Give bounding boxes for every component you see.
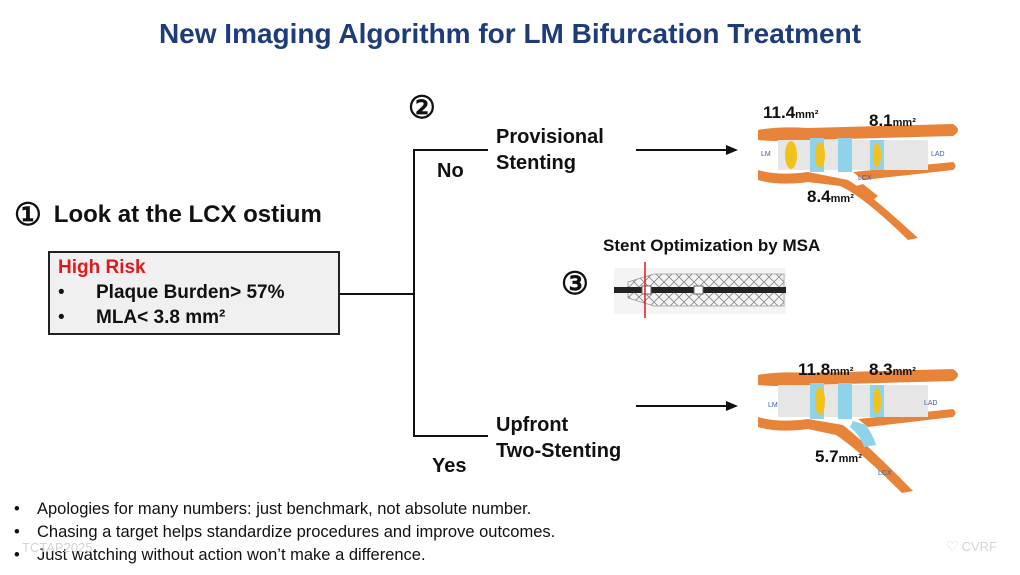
vessel-lcx-wall <box>856 184 878 204</box>
provisional-line2: Stenting <box>496 152 576 174</box>
lesion-lm <box>785 141 797 169</box>
bullet-item: • Apologies for many numbers: just benchm… <box>14 498 555 521</box>
bullet-dot: • <box>14 546 20 564</box>
stent-marker <box>641 285 652 295</box>
arrow-upfront-head <box>726 401 738 411</box>
bottom-lm-label: LM <box>768 402 778 409</box>
bottom-lad-label: LAD <box>924 400 938 407</box>
high-risk-title: High Risk <box>58 257 146 278</box>
risk-item-label: MLA< 3.8 mm² <box>96 307 226 328</box>
bottom-lad-area-unit: mm² <box>892 366 916 378</box>
step3-number: ③ <box>561 266 589 301</box>
no-label: No <box>437 160 464 182</box>
stent-strut <box>838 138 852 172</box>
top-lad-area-value: 8.1 <box>869 111 893 130</box>
bullet-dot: • <box>58 307 65 328</box>
bullet-dot: • <box>58 282 65 303</box>
risk-item-label: Plaque Burden> 57% <box>96 282 285 303</box>
step1: ① Look at the LCX ostium <box>14 197 322 233</box>
top-lcx-area: 8.4mm² <box>807 187 854 207</box>
footnote-bullets: • Apologies for many numbers: just benchm… <box>14 498 555 567</box>
top-lm-area-value: 11.4 <box>763 103 796 122</box>
arrow-provisional-head <box>726 145 738 155</box>
connector-branch <box>413 149 488 437</box>
bottom-lcx-label: LCX <box>878 470 892 477</box>
vessel-lumen <box>778 140 928 170</box>
msa-label: Stent Optimization by MSA <box>603 236 821 255</box>
stent-image <box>614 262 786 318</box>
vessel-lumen <box>778 385 928 417</box>
vessel-lower-wall <box>758 417 913 493</box>
bottom-lm-area-unit: mm² <box>830 366 854 378</box>
lesion-lm <box>815 142 825 168</box>
top-lad-label: LAD <box>931 151 945 158</box>
top-lcx-area-unit: mm² <box>830 193 854 205</box>
vessel-lad-wall <box>853 162 956 180</box>
vessel-upper-wall <box>758 124 958 141</box>
bullet-text: Chasing a target helps standardize proce… <box>37 523 556 541</box>
bottom-vessel-diagram <box>758 369 958 493</box>
vessel-upper-wall <box>758 369 958 386</box>
lesion-lad <box>873 143 881 167</box>
upfront-line2: Two-Stenting <box>496 440 622 462</box>
watermark-right: ♡ CVRF <box>946 538 997 555</box>
lesion-lad <box>873 388 881 414</box>
upfront-line1: Upfront <box>496 414 569 436</box>
step1-number: ① <box>14 197 42 232</box>
bottom-lm-area-value: 11.8 <box>798 360 831 379</box>
high-risk-box: High Risk • Plaque Burden> 57% • MLA< 3.… <box>48 251 340 335</box>
bottom-lm-area: 11.8mm² <box>798 360 853 380</box>
step2-number: ② <box>408 90 436 125</box>
lesion-lm <box>815 387 825 415</box>
provisional-line1: Provisional <box>496 126 604 148</box>
vessel-lower-wall <box>758 170 918 240</box>
bottom-lcx-area-unit: mm² <box>838 453 862 465</box>
provisional-stenting-label: Provisional Stenting <box>496 124 604 176</box>
bottom-lad-area: 8.3mm² <box>869 360 916 380</box>
bullet-dot: • <box>14 523 20 541</box>
cvrf-logo-icon: ♡ <box>946 538 959 554</box>
bullet-dot: • <box>14 500 20 518</box>
bullet-text: Apologies for many numbers: just benchma… <box>37 500 532 518</box>
risk-item-plaque: • Plaque Burden> 57% <box>58 282 330 304</box>
lcx-stent <box>850 421 876 447</box>
yes-label: Yes <box>432 455 467 477</box>
stent-marker <box>693 285 704 295</box>
bullet-item: • Just watching without action won’t make… <box>14 544 555 567</box>
top-vessel-diagram <box>758 124 958 240</box>
risk-item-mla: • MLA< 3.8 mm² <box>58 307 330 329</box>
top-lcx-label: LCX <box>858 175 872 182</box>
top-lcx-area-value: 8.4 <box>807 187 831 206</box>
top-lm-label: LM <box>761 151 771 158</box>
watermark-left: TCTAP2025 <box>22 540 93 555</box>
top-lm-area-unit: mm² <box>795 109 819 121</box>
page-title: New Imaging Algorithm for LM Bifurcation… <box>158 18 862 49</box>
bottom-lad-area-value: 8.3 <box>869 360 893 379</box>
bottom-lcx-area-value: 5.7 <box>815 447 839 466</box>
top-lad-area: 8.1mm² <box>869 111 916 131</box>
step1-label: Look at the LCX ostium <box>53 201 322 228</box>
top-lm-area: 11.4mm² <box>763 103 818 123</box>
stent-strut <box>838 383 852 419</box>
vessel-lad-wall <box>858 409 956 427</box>
bullet-text: Just watching without action won’t make … <box>37 546 426 564</box>
upfront-two-stenting-label: Upfront Two-Stenting <box>496 412 621 464</box>
top-lad-area-unit: mm² <box>892 117 916 129</box>
bottom-lcx-area: 5.7mm² <box>815 447 862 467</box>
watermark-right-text: CVRF <box>961 539 997 554</box>
bullet-item: • Chasing a target helps standardize proc… <box>14 521 555 544</box>
